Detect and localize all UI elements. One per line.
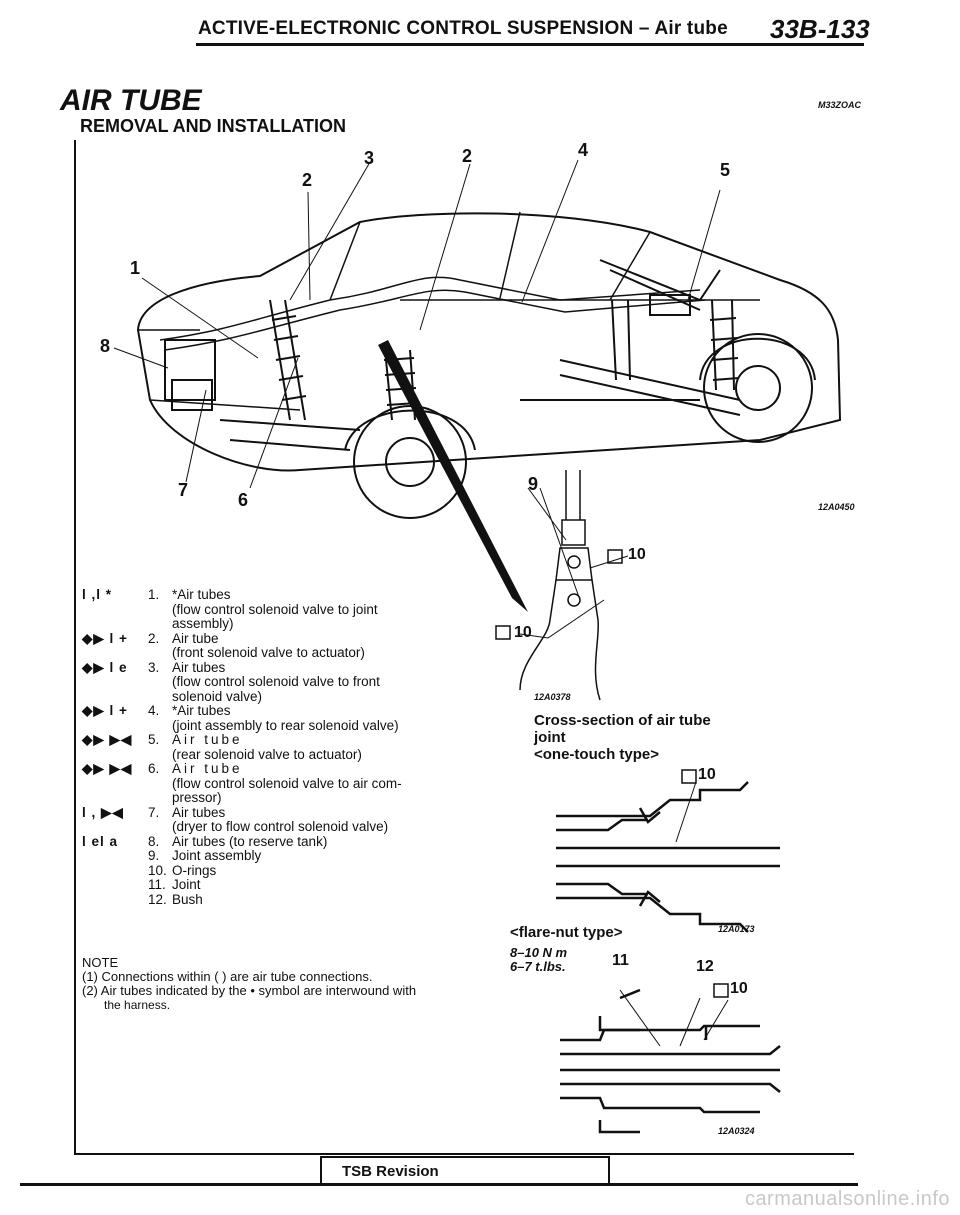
callout-5: 5 — [720, 160, 731, 180]
list-item: 9. Joint assembly — [148, 848, 262, 863]
service-symbols: ◆▶ l + — [82, 703, 128, 718]
bottom-frame-line — [74, 1153, 854, 1155]
flare-caption: <flare-nut type> — [510, 924, 623, 941]
list-item: l el a 8. Air tubes (to reserve tank) — [82, 833, 328, 849]
flare-label-10: 10 — [730, 980, 748, 997]
callout-2b: 2 — [462, 146, 473, 166]
callout-4: 4 — [578, 140, 589, 160]
watermark: carmanualsonline.info — [744, 1188, 950, 1210]
service-symbols: ◆▶ ▶◀ — [82, 732, 133, 747]
onetouch-cross-section — [556, 781, 780, 933]
note-line-3: the harness. — [104, 998, 171, 1012]
figure-code-joint: 12A0378 — [534, 692, 571, 702]
header-rule — [196, 43, 864, 46]
figure-code-car: 12A0450 — [818, 502, 855, 512]
doc-code: M33ZOAC — [818, 100, 862, 110]
detail-pointer — [378, 340, 528, 612]
callout-7: 7 — [178, 480, 189, 500]
section-header: ACTIVE-ELECTRONIC CONTROL SUSPENSION – A… — [198, 18, 728, 39]
flare-label-11: 11 — [612, 952, 629, 969]
note-line-1: (1) Connections within ( ) are air tube … — [82, 969, 373, 984]
service-symbols: ◆▶ l + — [82, 630, 128, 646]
service-symbols: ◆▶ ▶◀ — [82, 761, 133, 776]
note-label: NOTE — [82, 955, 119, 970]
flare-nut-cross-section — [560, 988, 781, 1134]
list-item: 11. Joint — [148, 877, 201, 892]
list-item: l , ▶◀ 7. Air tubes(dryer to flow contro… — [82, 804, 389, 834]
page-bottom-rule — [20, 1183, 858, 1186]
joint-assembly-detail — [519, 470, 601, 701]
figure-code-flare: 12A0324 — [718, 1126, 755, 1136]
page-number: 33B-133 — [770, 14, 870, 44]
list-item: 10. O-rings — [148, 862, 217, 878]
service-symbols: l el a — [82, 833, 119, 849]
callout-10-left: 10 — [514, 624, 532, 641]
list-item: ◆▶ ▶◀ 6. Air tube(flow control solenoid … — [82, 761, 402, 805]
page-subtitle: REMOVAL AND INSTALLATION — [80, 116, 346, 136]
list-item: 12. Bush — [148, 891, 203, 907]
callout-6: 6 — [238, 490, 249, 510]
list-item: ◆▶ ▶◀ 5. Air tube(rear solenoid valve to… — [82, 732, 362, 762]
tsb-revision-label: TSB Revision — [342, 1163, 439, 1180]
parts-list: l ,l * 1. *Air tubes(flow control soleno… — [82, 587, 502, 907]
flare-label-12: 12 — [696, 958, 714, 975]
list-item: l ,l * 1. *Air tubes(flow control soleno… — [82, 587, 378, 631]
list-item: ◆▶ l + 2. Air tube(front solenoid valve … — [82, 630, 365, 660]
callout-8: 8 — [100, 336, 111, 356]
onetouch-label-10: 10 — [698, 766, 716, 783]
tsb-revision-box: TSB Revision — [320, 1156, 610, 1184]
note-line-2: (2) Air tubes indicated by the • symbol … — [82, 983, 417, 998]
callout-1: 1 — [130, 258, 141, 278]
joint-caption: Cross-section of air tube joint <one-tou… — [534, 712, 711, 763]
page-title: AIR TUBE — [60, 84, 202, 117]
service-symbols: ◆▶ l e — [82, 659, 128, 675]
left-frame-line — [74, 140, 76, 1154]
note-block: NOTE (1) Connections within ( ) are air … — [82, 955, 502, 1013]
callout-3: 3 — [364, 148, 375, 168]
callout-9: 9 — [528, 474, 539, 494]
figure-code-onetouch: 12A0173 — [718, 924, 755, 934]
service-symbols: l ,l * — [82, 587, 113, 602]
callout-2: 2 — [302, 170, 313, 190]
callout-10-right: 10 — [628, 546, 646, 563]
torque-spec: 8–10 N m 6–7 t.lbs. — [510, 945, 568, 974]
list-item: ◆▶ l e 3. Air tubes(flow control solenoi… — [82, 659, 380, 704]
service-symbols: l , ▶◀ — [82, 804, 124, 820]
list-item: ◆▶ l + 4. *Air tubes(joint assembly to r… — [82, 703, 399, 733]
